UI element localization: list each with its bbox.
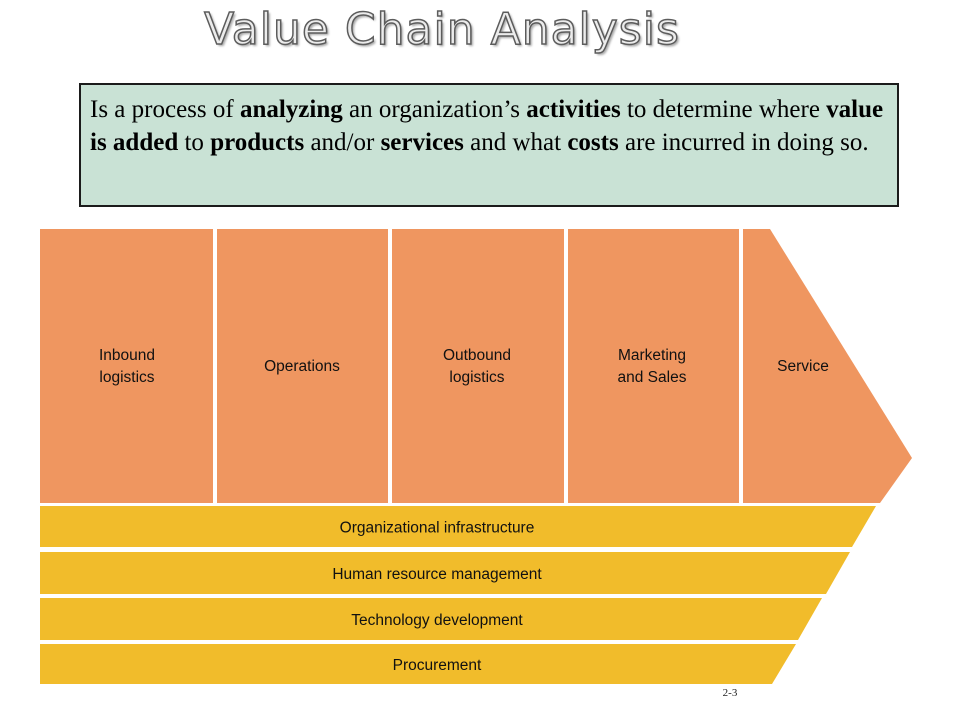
- procurement-band: [40, 644, 796, 684]
- definition-keyword: activities: [526, 96, 621, 123]
- column-divider: [564, 229, 568, 503]
- operations-label: Operations: [264, 358, 340, 375]
- definition-keyword: value is added: [90, 96, 884, 156]
- column-divider: [739, 229, 743, 503]
- definition-text: an organization’s: [342, 96, 527, 123]
- column-divider: [213, 229, 217, 503]
- definition-keyword: services: [380, 129, 464, 156]
- human-resource-management-band: [40, 552, 850, 594]
- definition-keyword: products: [210, 129, 305, 156]
- technology-development-label: Technology development: [351, 612, 523, 629]
- organizational-infrastructure-band: [40, 506, 876, 547]
- definition-box: Is a process of analyzing an organizatio…: [79, 83, 899, 207]
- slide-title: Value Chain Analysis: [203, 3, 680, 56]
- human-resource-management-label: Human resource management: [332, 566, 542, 583]
- service-label: Service: [777, 358, 829, 375]
- definition-keyword: costs: [567, 129, 619, 156]
- primary-activities-shape: [40, 229, 912, 503]
- definition-text: to determine where: [620, 96, 827, 123]
- definition-text: are incurred in doing so.: [618, 129, 869, 156]
- definition-text: and what: [463, 129, 568, 156]
- definition-text: to: [178, 129, 211, 156]
- organizational-infrastructure-label: Organizational infrastructure: [340, 520, 535, 537]
- procurement-label: Procurement: [393, 657, 482, 674]
- technology-development-band: [40, 598, 822, 640]
- definition-keyword: analyzing: [239, 96, 343, 123]
- definition-text: Is a process of: [90, 96, 240, 123]
- definition-text: and/or: [304, 129, 381, 156]
- column-divider: [388, 229, 392, 503]
- page-number: 2-3: [722, 687, 738, 699]
